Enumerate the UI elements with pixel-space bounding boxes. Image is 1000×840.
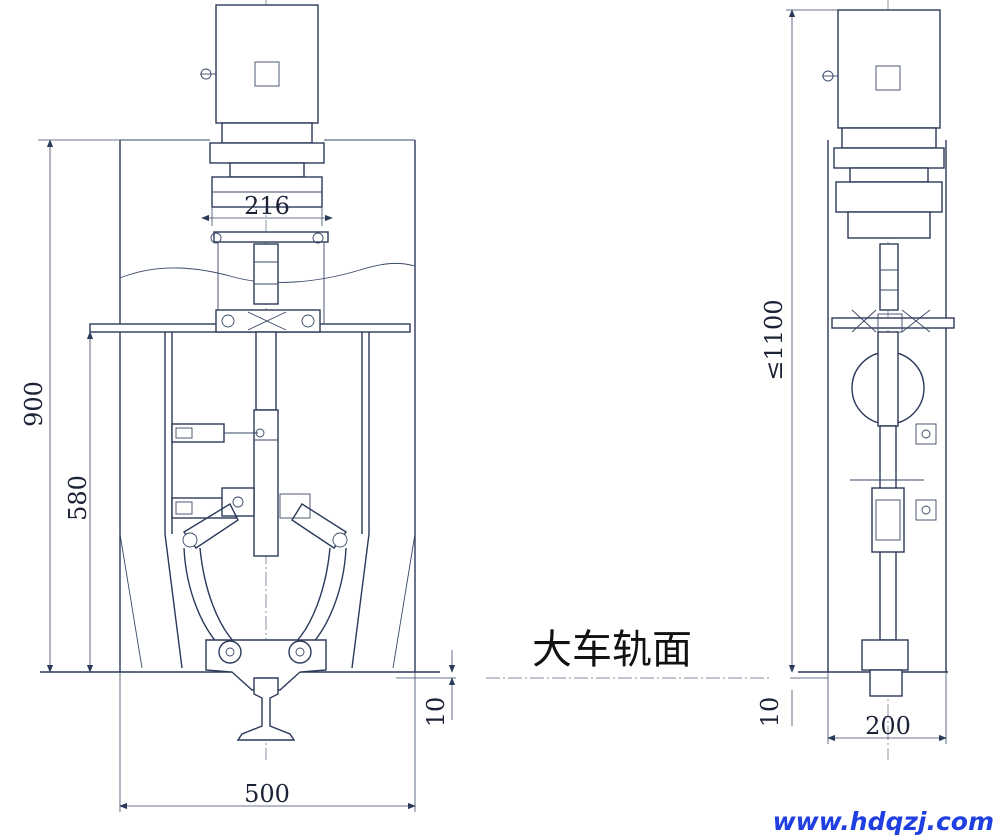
rail-clamp (182, 503, 348, 691)
dim-580: 580 (64, 331, 94, 673)
front-view: 216 900 580 10 500 (20, 0, 456, 812)
dim-580-label: 580 (64, 475, 92, 521)
rail (236, 677, 296, 741)
dim-200-label: 200 (865, 712, 911, 740)
side-motor (822, 9, 945, 239)
dim-10-right-label: 10 (756, 697, 784, 728)
shaft (253, 331, 279, 557)
dim-10-left-label: 10 (422, 697, 450, 728)
rail-surface-label: 大车轨面 (532, 627, 692, 673)
side-housing (798, 140, 955, 673)
dim-216-label: 216 (244, 192, 290, 220)
limit-switch-lower (171, 487, 311, 519)
watermark-url: www.hdqzj.com (773, 807, 994, 836)
dim-500: 500 (119, 672, 416, 812)
dim-216: 216 (201, 192, 333, 226)
dim-900: 900 (20, 139, 120, 673)
housing (40, 139, 440, 673)
dim-1100: ≤1100 (760, 9, 838, 673)
limit-switch-upper (171, 423, 265, 443)
dim-10-left: 10 (396, 650, 456, 727)
dim-500-label: 500 (244, 780, 290, 808)
dim-10-right: 10 (756, 677, 828, 728)
side-view: ≤1100 10 200 (756, 0, 955, 760)
dim-200: 200 (827, 672, 947, 744)
side-shaft (850, 243, 937, 697)
motor (200, 4, 325, 208)
dim-900-label: 900 (20, 381, 48, 427)
dim-1100-label: ≤1100 (760, 299, 788, 380)
coupling (210, 231, 329, 333)
